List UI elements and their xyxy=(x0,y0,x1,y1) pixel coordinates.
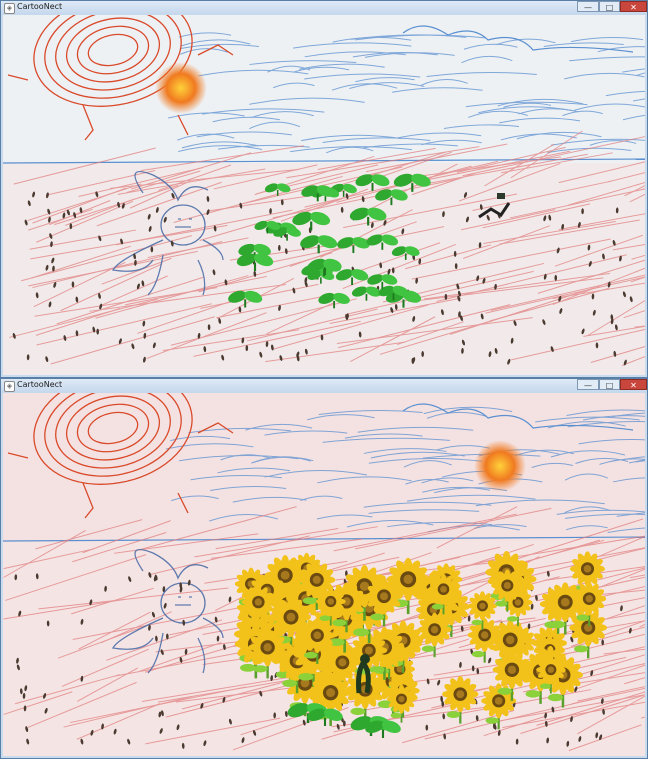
cartoon-scene-sprouts xyxy=(3,15,645,375)
cloud-sketch xyxy=(402,403,634,431)
scene-viewport[interactable] xyxy=(3,393,645,756)
sky xyxy=(3,15,645,163)
horizon-line xyxy=(3,536,645,542)
title-bar[interactable]: ◈ CartooNect — □ ✕ xyxy=(1,379,647,393)
sky xyxy=(3,393,645,541)
maximize-button[interactable]: □ xyxy=(599,379,620,390)
sky-sketch-strokes xyxy=(167,32,645,154)
app-icon: ◈ xyxy=(4,3,15,14)
sun-glow xyxy=(474,440,526,492)
sunflower-field xyxy=(233,551,608,730)
scene-viewport[interactable] xyxy=(3,15,645,375)
window-title: CartooNect xyxy=(17,2,63,11)
title-bar[interactable]: ◈ CartooNect — □ ✕ xyxy=(1,1,647,15)
cartoon-scene-sunflowers xyxy=(3,393,645,756)
minimize-button[interactable]: — xyxy=(577,1,599,12)
sprout-patch xyxy=(228,173,431,309)
cloud-sketch xyxy=(402,25,634,53)
small-figure xyxy=(356,654,371,694)
app-icon: ◈ xyxy=(4,381,15,392)
minimize-button[interactable]: — xyxy=(577,379,599,390)
small-figure xyxy=(478,193,511,219)
window-title: CartooNect xyxy=(17,380,63,389)
close-button[interactable]: ✕ xyxy=(620,1,647,12)
sprout-patch xyxy=(287,703,401,738)
app-window-top: ◈ CartooNect — □ ✕ xyxy=(0,0,648,378)
app-window-bottom: ◈ CartooNect — □ ✕ xyxy=(0,378,648,759)
maximize-button[interactable]: □ xyxy=(599,1,620,12)
close-button[interactable]: ✕ xyxy=(620,379,647,390)
sun-glow xyxy=(155,62,207,114)
sketched-sun xyxy=(7,393,234,519)
seed-field xyxy=(12,191,633,366)
rabbit-sketch xyxy=(112,170,224,296)
sketched-sun xyxy=(7,15,234,141)
